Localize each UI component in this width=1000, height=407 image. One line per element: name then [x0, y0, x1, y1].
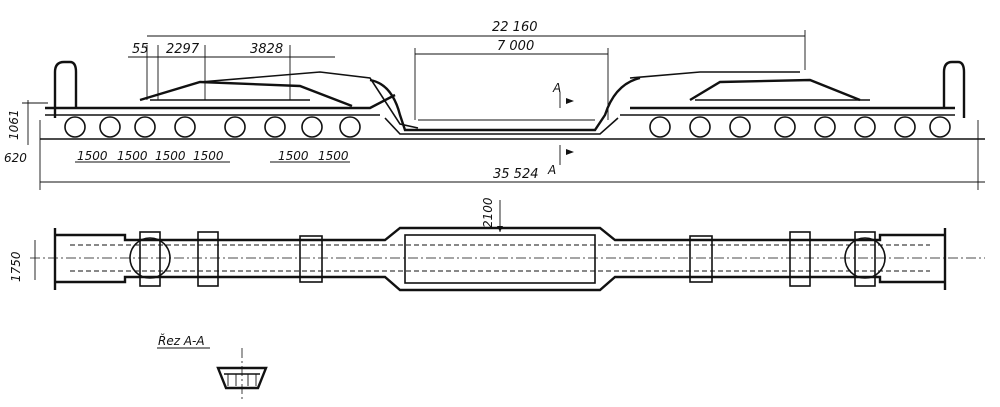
plan-bogie-block: [299, 235, 323, 283]
well-frame-top: [369, 76, 641, 132]
wheel: [64, 116, 86, 138]
section-label-bottom: A: [547, 163, 556, 177]
wheel: [729, 116, 751, 138]
section-arrow-top: [566, 98, 574, 104]
dim-axle-6: 1500: [318, 149, 349, 163]
dim-total-length: 35 524: [493, 167, 539, 182]
dim-height-1061: 1061: [7, 109, 21, 140]
wheel: [689, 116, 711, 138]
dim-overall-span: 22 160: [492, 20, 538, 35]
left-wheelset-group: [64, 116, 361, 138]
plan-bogie-block: [197, 231, 219, 287]
wheel: [99, 116, 121, 138]
wheel: [301, 116, 323, 138]
left-deck-line: [45, 93, 396, 110]
plan-pivot: [129, 237, 171, 279]
wheel: [894, 116, 916, 138]
dim-height-620: 620: [4, 151, 27, 165]
plan-bogie-block: [789, 231, 811, 287]
dim-3828: 3828: [250, 42, 283, 57]
wheel: [929, 116, 951, 138]
width-dim-arrow: [497, 226, 503, 232]
right-span-girder-top: [629, 71, 800, 79]
wheel: [339, 116, 361, 138]
dim-center-span: 7 000: [497, 39, 534, 54]
wheel: [174, 116, 196, 138]
well-frame-bottom: [384, 117, 619, 135]
right-end-post: [942, 60, 966, 118]
right-wheelset-group: [649, 116, 951, 138]
side-view: 35 524 22 160 7 000 55 2297 3828 1061 62…: [4, 20, 985, 190]
dim-axle-1: 1500: [77, 149, 108, 163]
dim-width-2100: 2100: [481, 197, 495, 228]
dim-axle-3: 1500: [155, 149, 186, 163]
wheel: [814, 116, 836, 138]
left-end-post: [53, 60, 78, 118]
left-span-girder: [139, 80, 353, 108]
plan-outline-bottom: [55, 275, 945, 292]
right-span-girder: [689, 78, 861, 102]
dim-55: 55: [132, 42, 149, 57]
dim-2297: 2297: [166, 42, 200, 57]
wheel: [774, 116, 796, 138]
section-title: Řez A-A: [158, 333, 205, 348]
section-label-top: A: [552, 81, 561, 95]
section-profile: [216, 366, 268, 390]
plan-bogie-block: [854, 231, 876, 287]
dim-axle-4: 1500: [193, 149, 224, 163]
left-span-girder-top: [199, 71, 419, 129]
plan-pivot: [844, 237, 886, 279]
plan-well-inner: [404, 234, 596, 284]
plan-bogie-block: [139, 231, 161, 287]
plan-view: 2100 1750: [9, 197, 985, 292]
section-arrow-bottom: [566, 149, 574, 155]
dim-axle-5: 1500: [278, 149, 309, 163]
dim-axle-2: 1500: [117, 149, 148, 163]
wheel: [134, 116, 156, 138]
wheel: [224, 116, 246, 138]
wheel: [649, 116, 671, 138]
dim-width-1750: 1750: [9, 251, 23, 282]
plan-bogie-block: [689, 235, 713, 283]
wheel: [264, 116, 286, 138]
wheel: [854, 116, 876, 138]
section-view: Řez A-A: [157, 333, 268, 402]
